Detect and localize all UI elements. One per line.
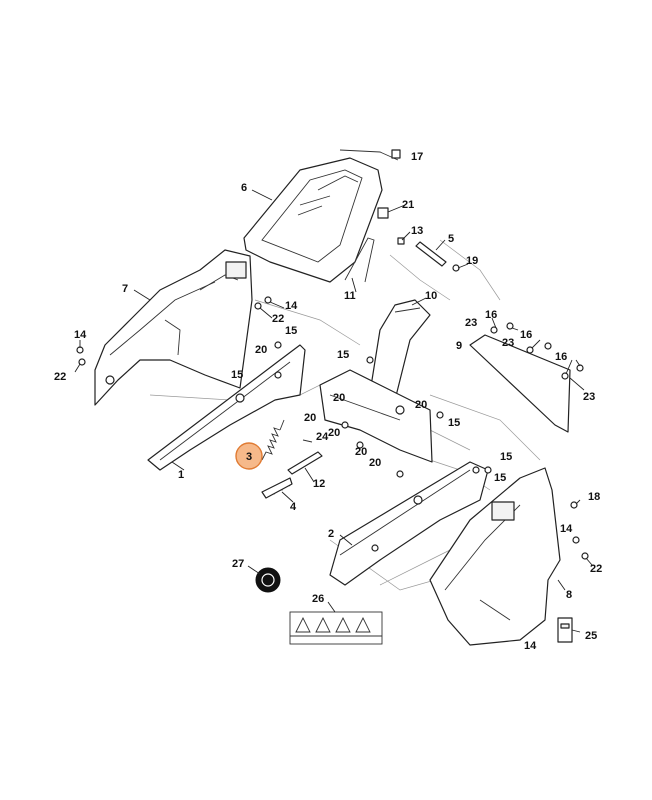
callout-17: 17 (411, 151, 423, 163)
callout-16-right: 16 (555, 351, 567, 363)
callout-9: 9 (456, 340, 462, 352)
callout-14-bottom: 14 (524, 640, 537, 652)
callout-14-mid: 14 (285, 300, 298, 312)
callout-20-c: 20 (415, 399, 427, 411)
fasteners (76, 296, 589, 560)
callout-15-d: 15 (448, 417, 460, 429)
part-7-left-panel (94, 249, 253, 406)
callout-23-mid: 23 (502, 337, 514, 349)
callout-20-a: 20 (255, 344, 267, 356)
callout-4: 4 (290, 501, 297, 513)
callout-14-right: 14 (560, 523, 573, 535)
highlight-callout-3 (235, 442, 263, 470)
part-27-sticker (255, 567, 281, 593)
callout-15-f: 15 (494, 472, 506, 484)
callout-20-g: 20 (369, 457, 381, 469)
leader-lines (74, 189, 593, 633)
callout-13: 13 (411, 225, 423, 237)
part-11-wire (344, 237, 375, 283)
callout-19: 19 (466, 255, 478, 267)
callout-11: 11 (344, 290, 356, 302)
part-12-bar (287, 451, 323, 475)
callout-15-b: 15 (337, 349, 349, 361)
part-25-sticker (557, 617, 573, 643)
callout-18: 18 (588, 491, 600, 503)
callout-22-left: 22 (54, 371, 66, 383)
callout-15-c: 15 (231, 369, 243, 381)
callout-26: 26 (312, 593, 324, 605)
callout-12: 12 (313, 478, 325, 490)
callout-8: 8 (566, 589, 572, 601)
callout-labels: 17 6 21 13 5 19 11 7 14 22 15 10 14 22 1… (54, 151, 602, 652)
callout-20-b: 20 (333, 392, 345, 404)
part-8-right-panel (429, 467, 561, 646)
part-21-clip (377, 207, 389, 219)
callout-22-right: 22 (590, 563, 602, 575)
part-6-hood-cover (243, 157, 383, 283)
callout-3: 3 (246, 451, 252, 463)
part-10-center-bracket (319, 299, 433, 463)
callout-20-f: 20 (355, 446, 367, 458)
callout-21: 21 (402, 199, 414, 211)
callout-16-top: 16 (485, 309, 497, 321)
callout-15-e: 15 (500, 451, 512, 463)
part-17-bracket (339, 149, 401, 161)
washers-16-23 (490, 322, 584, 380)
part-24-pin (302, 439, 313, 443)
callout-27: 27 (232, 558, 244, 570)
callout-7: 7 (122, 283, 128, 295)
callout-16-mid: 16 (520, 329, 532, 341)
part-3-spring (261, 419, 285, 461)
callout-20-e: 20 (328, 427, 340, 439)
callout-15-upper: 15 (285, 325, 297, 337)
callout-22-mid: 22 (272, 313, 284, 325)
callout-6: 6 (241, 182, 247, 194)
callout-24: 24 (316, 431, 329, 443)
part-2-frame-right (329, 461, 489, 586)
part-26-warning-label (289, 611, 383, 645)
callout-1: 1 (178, 469, 184, 481)
callout-25: 25 (585, 630, 597, 642)
callout-10: 10 (425, 290, 437, 302)
part-1-frame-left (147, 344, 306, 471)
callout-14-left: 14 (74, 329, 87, 341)
part-9-plate (469, 334, 571, 433)
callout-5: 5 (448, 233, 454, 245)
callout-2: 2 (328, 528, 334, 540)
callout-23-top: 23 (465, 317, 477, 329)
callout-20-d: 20 (304, 412, 316, 424)
part-4-spring (261, 477, 293, 499)
callout-23-right: 23 (583, 391, 595, 403)
part-5-rod (415, 241, 447, 267)
